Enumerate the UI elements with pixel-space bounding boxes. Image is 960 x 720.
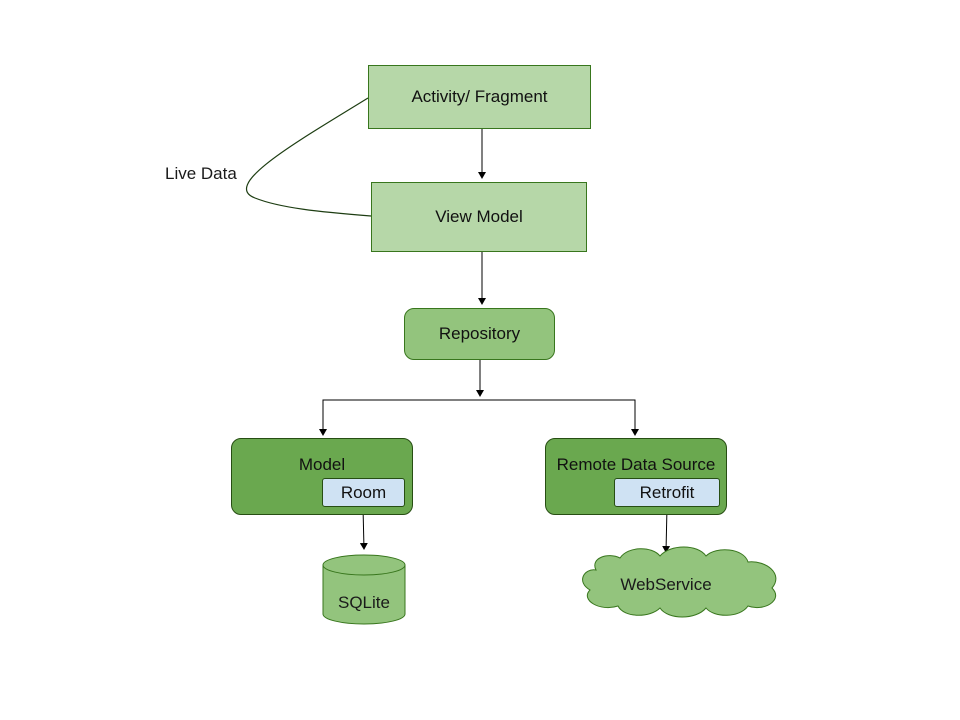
sqlite-cylinder bbox=[322, 554, 406, 625]
retrofit-node: Retrofit bbox=[614, 478, 720, 507]
retrofit-label: Retrofit bbox=[639, 482, 695, 502]
view-model-node: View Model bbox=[371, 182, 587, 252]
model-label: Model bbox=[298, 455, 346, 474]
room-node: Room bbox=[322, 478, 405, 507]
webservice-label: WebService bbox=[620, 575, 712, 594]
live-data-connector bbox=[246, 97, 372, 217]
activity-fragment-label: Activity/ Fragment bbox=[411, 87, 548, 106]
room-label: Room bbox=[340, 482, 387, 502]
view-model-label: View Model bbox=[435, 207, 523, 226]
remote-data-source-label: Remote Data Source bbox=[556, 455, 716, 474]
branch-connector bbox=[322, 399, 636, 434]
sqlite-label: SQLite bbox=[338, 593, 390, 612]
webservice-cloud bbox=[582, 546, 777, 618]
repository-node: Repository bbox=[404, 308, 555, 360]
repository-label: Repository bbox=[438, 324, 521, 343]
activity-fragment-node: Activity/ Fragment bbox=[368, 65, 591, 129]
live-data-label: Live Data bbox=[165, 164, 237, 183]
